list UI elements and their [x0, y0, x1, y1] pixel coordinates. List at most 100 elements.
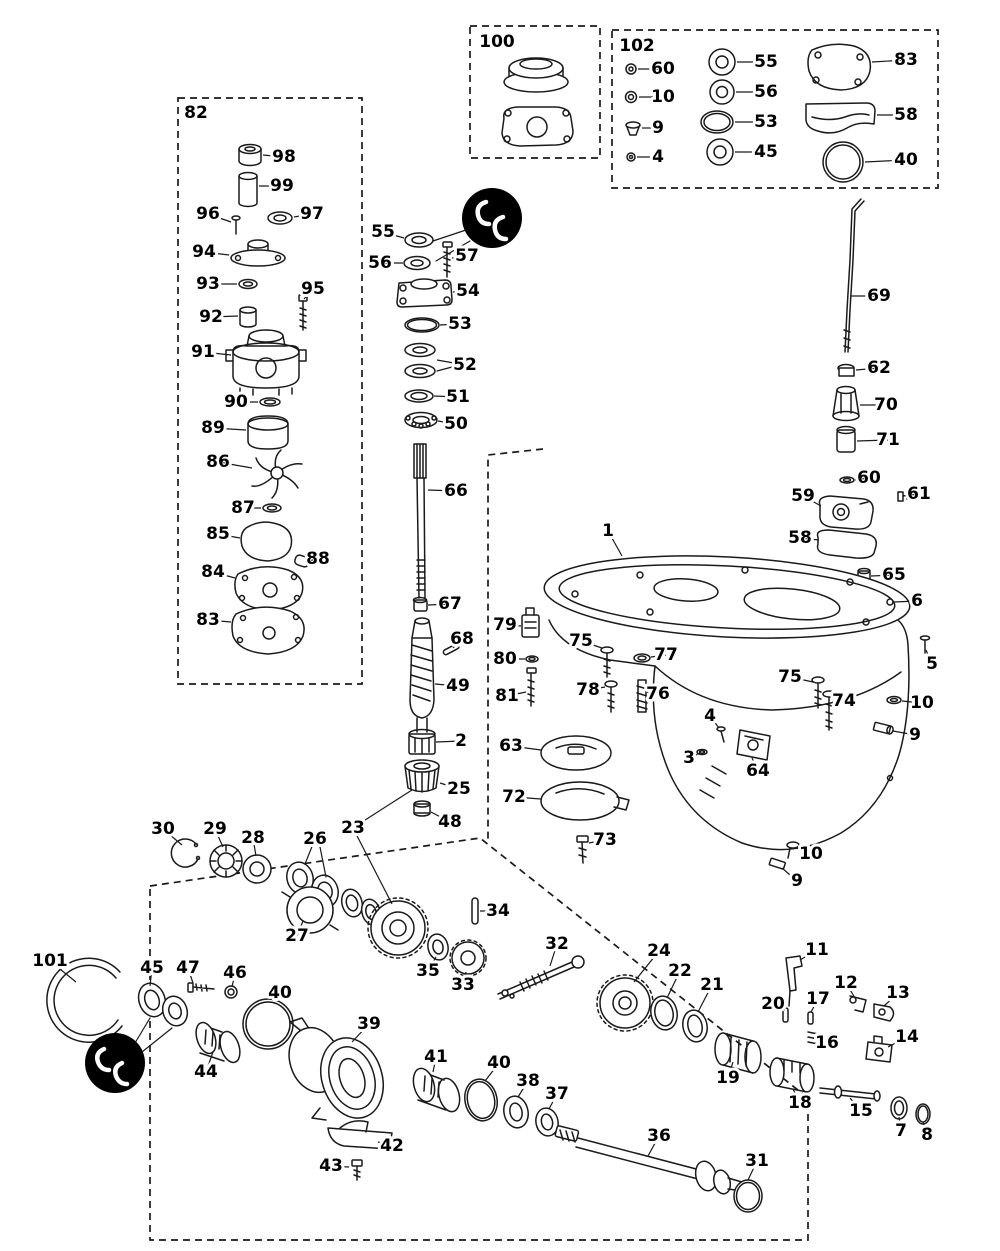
leader-line-44-107: [205, 1051, 214, 1073]
part-56-seal-kit: [709, 79, 735, 105]
leader-line-58-54: [799, 537, 820, 541]
part-callout-32-86: 32: [545, 934, 569, 954]
leader-line-98-14: [262, 154, 285, 158]
part-callout-64-72: 64: [746, 761, 770, 781]
part-85-gasket: [240, 521, 293, 562]
leader-line-30-78: [162, 828, 183, 846]
leader-line-52-36: [436, 359, 466, 366]
part-93-ring: [238, 278, 258, 290]
part-100-gasket: [501, 106, 574, 147]
leader-line-37-112: [548, 1093, 558, 1110]
part-callout-34-83: 34: [486, 901, 510, 921]
leader-line-26-81: [304, 838, 316, 865]
leader-line-88-29: [306, 558, 319, 562]
part-53-oring-kit: [700, 110, 734, 134]
part-callout-92-21: 92: [199, 307, 223, 327]
part-96-screw: [231, 215, 241, 235]
leader-line-42-113: [377, 1141, 393, 1147]
part-74-bolt: [822, 690, 836, 731]
leader-line-12-91: [845, 982, 856, 999]
part-75-bolt-b: [811, 676, 825, 709]
part-callout-39-108: 39: [357, 1014, 381, 1034]
part-14-cam-follower: [865, 1035, 893, 1063]
part-callout-56-32: 56: [368, 253, 392, 273]
part-callout-38-111: 38: [516, 1071, 540, 1091]
part-callout-83-30: 83: [196, 610, 220, 630]
leader-line-53-35: [439, 323, 461, 326]
leader-line-83-10: [871, 59, 907, 63]
leader-23b: [361, 789, 413, 823]
leader-line-1-57: [607, 530, 623, 557]
part-41-needle-bearing: [412, 1067, 461, 1113]
leader-line-77-62: [650, 654, 667, 658]
part-callout-63-73: 63: [499, 736, 523, 756]
part-callout-88-29: 88: [306, 549, 330, 569]
leader-line-7-100: [898, 1116, 902, 1132]
water-pump-kit-group: [225, 143, 310, 655]
leader-line-72-74: [513, 796, 542, 800]
leader-line-67-40: [427, 603, 451, 606]
part-callout-89-24: 89: [201, 418, 225, 438]
part-callout-1-57: 1: [602, 521, 614, 541]
part-7-ring: [890, 1096, 908, 1120]
part-10-washer-a: [886, 695, 902, 705]
leader-line-91-22: [202, 351, 232, 356]
leader-line-66-39: [427, 489, 457, 492]
leader-line-18-98: [792, 1088, 801, 1104]
part-60-washer: [839, 476, 855, 484]
box-lower-assembly: [149, 837, 809, 1241]
part-54-bearing-housing: [396, 278, 453, 308]
part-11-shift-crank: [785, 955, 803, 1007]
part-callout-73-75: 73: [593, 830, 617, 850]
part-75-bolt-a: [600, 646, 614, 678]
part-callout-65-55: 65: [882, 565, 906, 585]
leader-line-28-80: [252, 837, 257, 857]
part-43-bolt: [351, 1159, 363, 1181]
part-33-gear: [449, 939, 487, 977]
part-78-bolt: [604, 680, 618, 713]
part-62-fitting: [837, 363, 855, 377]
part-callout-96-16: 96: [196, 204, 220, 224]
seal-kit-group: [624, 43, 876, 183]
part-callout-23-46: 23: [341, 818, 365, 838]
leader-line-92-21: [210, 315, 239, 318]
part-19-bearing: [714, 1032, 762, 1074]
part-callout-97-17: 97: [300, 204, 324, 224]
leader-line-65-55: [870, 574, 895, 577]
retaining-clip-detail-top-icon: [432, 188, 522, 262]
part-21-ring: [682, 1009, 708, 1043]
part-callout-4-5: 4: [652, 147, 664, 167]
leader-line-60-51: [854, 477, 870, 481]
part-callout-40-106: 40: [268, 983, 292, 1003]
retaining-clip-detail-bottom-icon: [85, 1017, 173, 1093]
part-callout-75-61: 75: [569, 631, 593, 651]
leader-line-49-42: [434, 683, 459, 687]
part-60-ring: [625, 63, 637, 75]
part-10-screw-b: [786, 841, 800, 859]
part-70-boot: [832, 385, 860, 422]
part-callout-5-58: 5: [926, 654, 938, 674]
part-callout-20-93: 20: [761, 994, 785, 1014]
part-callout-56-7: 56: [754, 82, 778, 102]
leader-line-86-25: [217, 461, 253, 469]
part-callout-69-47: 69: [867, 286, 891, 306]
leader-line-68-41: [452, 638, 463, 649]
leader-line-8-101: [922, 1121, 928, 1136]
leader-line-51-37: [433, 395, 459, 398]
part-89-cup: [247, 415, 289, 450]
leader-line-85-27: [217, 533, 241, 539]
part-callout-21-89: 21: [700, 975, 724, 995]
part-18-clutch-dog: [769, 1057, 815, 1093]
part-10-ring: [624, 90, 638, 104]
part-callout-60-51: 60: [857, 468, 881, 488]
shift-cam-group: [769, 955, 931, 1125]
part-callout-36-115: 36: [647, 1126, 671, 1146]
part-8-oring: [915, 1103, 931, 1125]
part-callout-59-53: 59: [791, 486, 815, 506]
leader-line-13-92: [883, 992, 899, 1007]
part-callout-76-64: 76: [646, 684, 670, 704]
leader-line-24-87: [633, 950, 660, 983]
part-callout-61-52: 61: [907, 484, 931, 504]
part-71-coupler: [836, 425, 856, 453]
part-95-bolt: [298, 294, 308, 331]
